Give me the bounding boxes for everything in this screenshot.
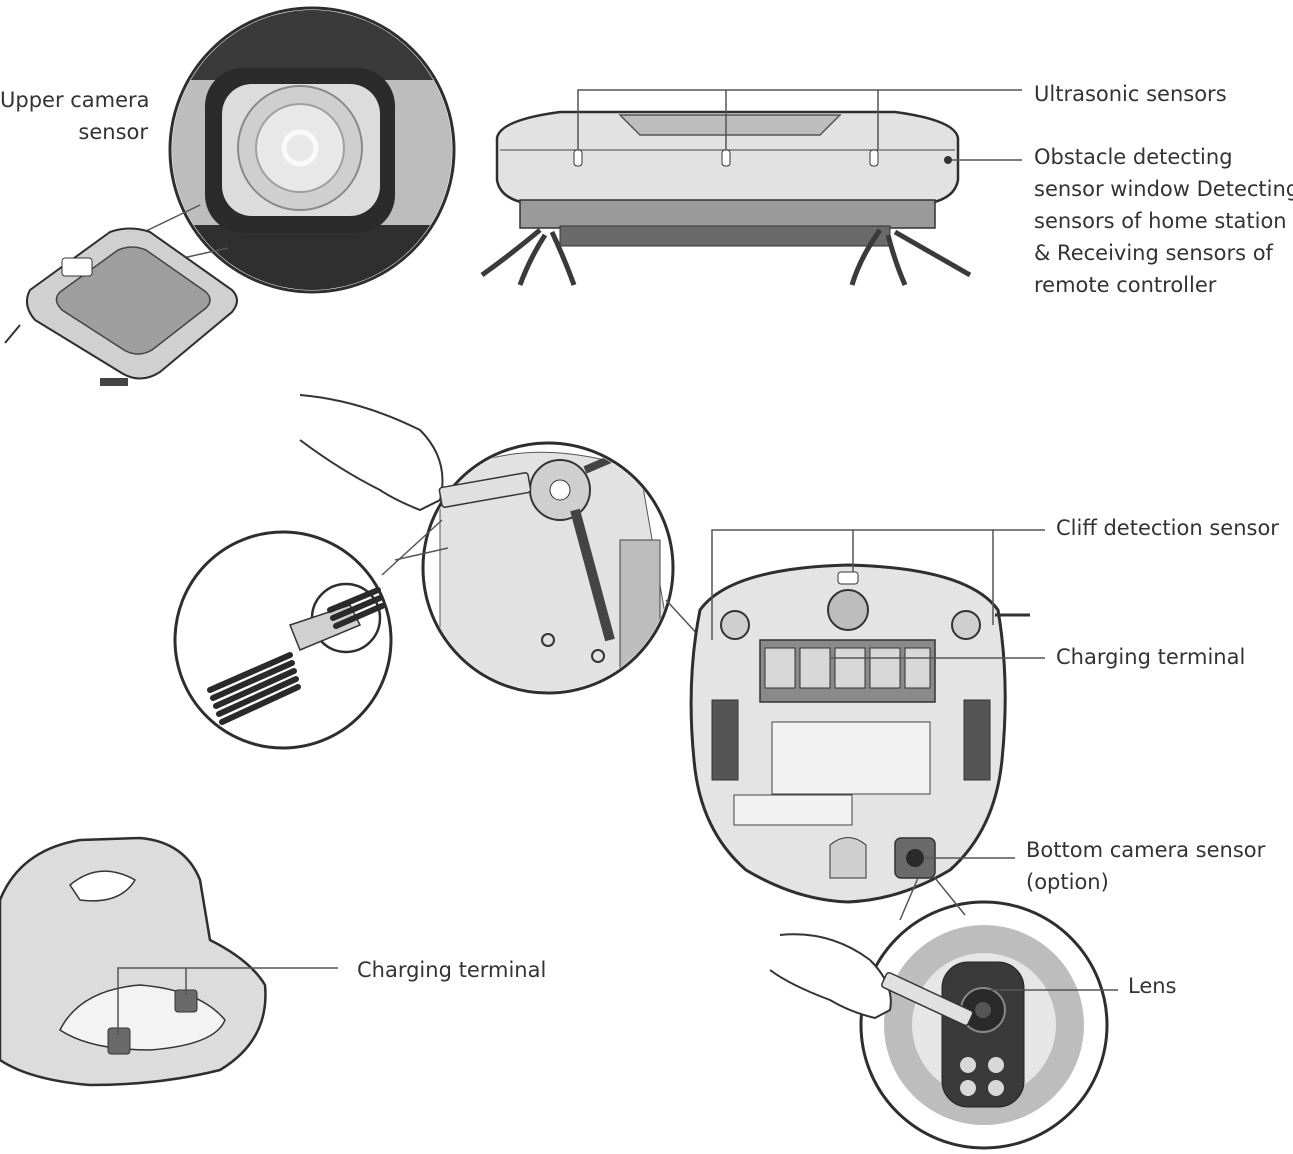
label-line: Lens — [1128, 974, 1177, 998]
label-ultrasonic-sensors: Ultrasonic sensors — [1034, 78, 1227, 110]
label-line: sensor window Detecting — [1034, 177, 1293, 201]
label-line: Upper camera — [0, 88, 150, 112]
brush-cleaning-closeup — [173, 394, 675, 750]
robot-top-view — [4, 227, 238, 386]
label-line: Charging terminal — [357, 958, 547, 982]
label-line: sensor — [78, 120, 148, 144]
label-line: sensors of home station — [1034, 209, 1287, 233]
label-bottom-camera-sensor: Bottom camera sensor (option) — [1026, 834, 1265, 898]
label-line: Bottom camera sensor — [1026, 838, 1266, 862]
label-obstacle-sensor-window: Obstacle detecting sensor window Detecti… — [1034, 141, 1293, 301]
label-lens: Lens — [1128, 970, 1177, 1002]
label-line: & Receiving sensors of — [1034, 241, 1273, 265]
label-line: Obstacle detecting — [1034, 145, 1233, 169]
label-line: Ultrasonic sensors — [1034, 82, 1227, 106]
lens-cleaning-closeup — [769, 900, 1109, 1150]
upper-camera-closeup — [168, 6, 456, 294]
label-line: Cliff detection sensor — [1056, 516, 1279, 540]
robot-side-view — [480, 110, 972, 286]
label-line: remote controller — [1034, 273, 1217, 297]
robot-underside-view — [689, 563, 1030, 904]
label-cliff-detection-sensor: Cliff detection sensor — [1056, 512, 1279, 544]
label-charging-terminal-station: Charging terminal — [357, 954, 546, 986]
label-line: (option) — [1026, 870, 1109, 894]
label-line: Charging terminal — [1056, 645, 1246, 669]
label-upper-camera-sensor: Upper camera sensor — [0, 84, 150, 148]
home-station — [0, 836, 267, 1087]
label-charging-terminal-robot: Charging terminal — [1056, 641, 1245, 673]
